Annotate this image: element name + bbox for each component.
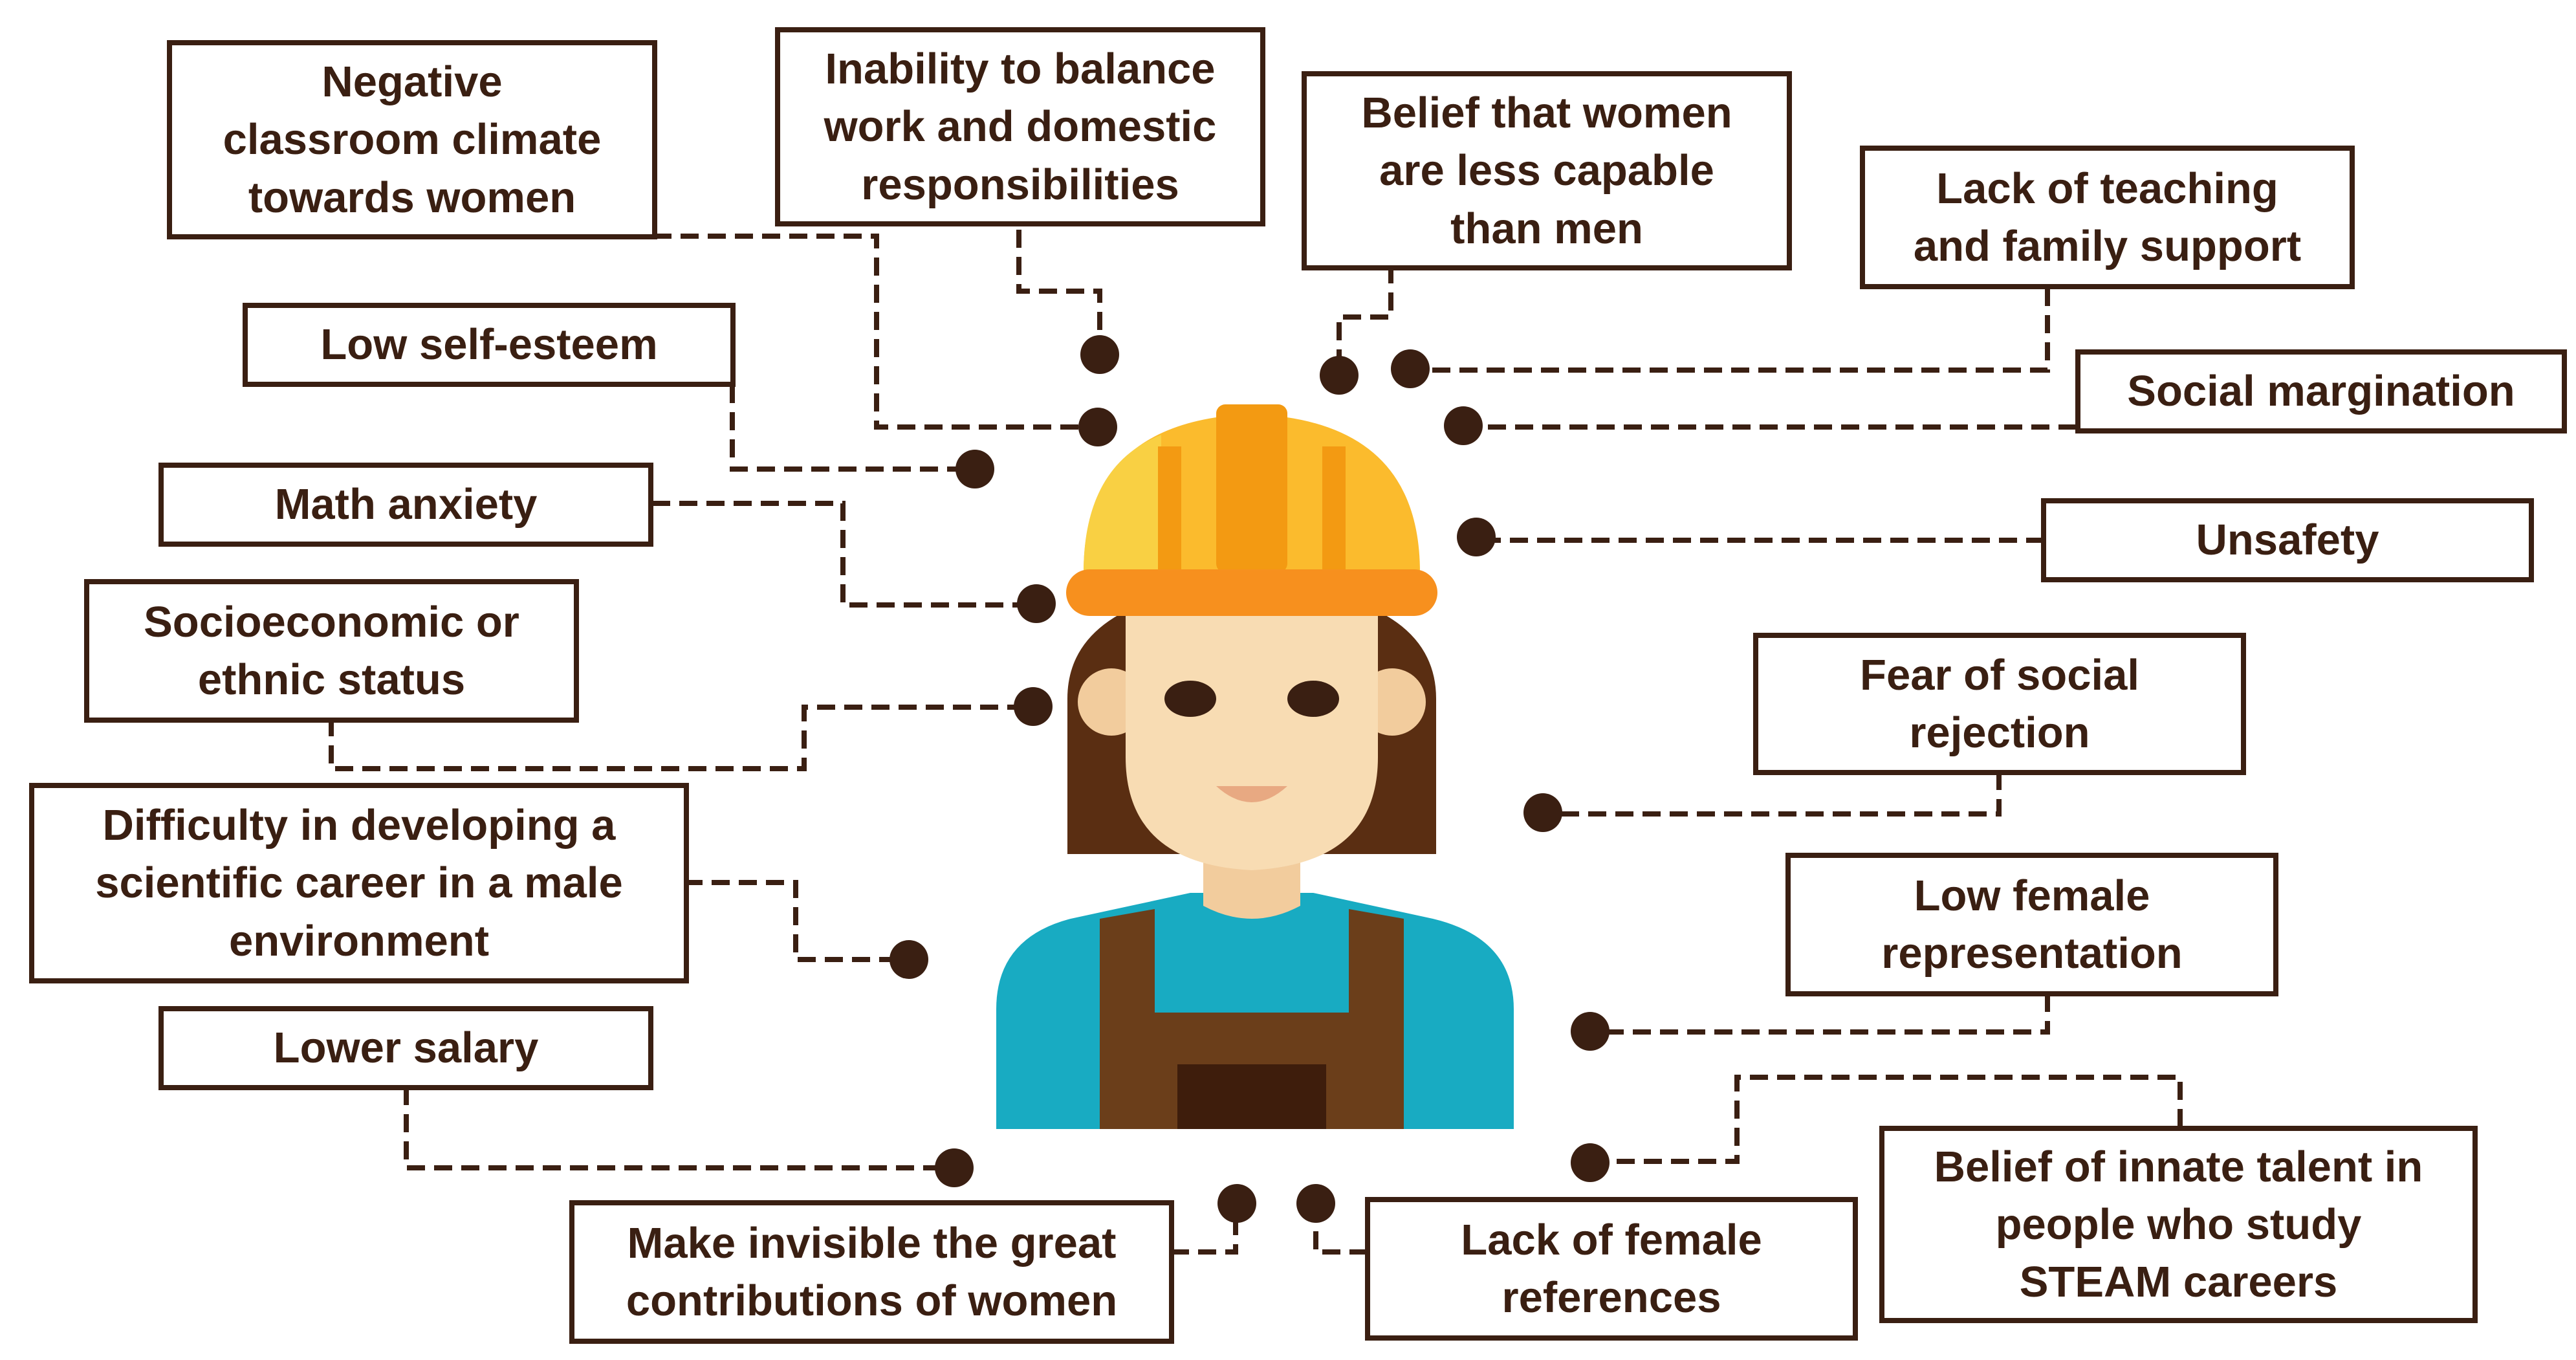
label-make-invisible: Make invisible the great contributions o…: [569, 1200, 1174, 1344]
label-social-margination: Social margination: [2075, 349, 2567, 433]
dot-low-self-esteem: [955, 450, 994, 488]
connector-socioeconomic: [329, 705, 1032, 771]
label-innate-talent: Belief of innate talent in people who st…: [1879, 1126, 2478, 1323]
label-lack-references: Lack of female references: [1365, 1197, 1858, 1341]
label-low-self-esteem: Low self-esteem: [243, 303, 736, 387]
label-lack-support: Lack of teaching and family support: [1860, 146, 2355, 289]
label-difficulty-career: Difficulty in developing a scientific ca…: [29, 783, 689, 983]
hat-stripe-left: [1158, 446, 1181, 573]
dot-belief-less-capable: [1320, 356, 1359, 395]
label-low-representation: Low female representation: [1785, 853, 2278, 996]
connector-negative-climate: [653, 234, 1093, 430]
dot-math-anxiety: [1017, 584, 1056, 623]
hat-brim: [1066, 569, 1437, 616]
connector-lower-salary: [404, 1087, 954, 1170]
dot-make-invisible: [1217, 1184, 1256, 1223]
connector-inability-balance: [1016, 230, 1102, 353]
left-eye: [1164, 681, 1216, 717]
label-socioeconomic: Socioeconomic or ethnic status: [84, 579, 579, 723]
dot-low-representation: [1571, 1012, 1610, 1051]
connector-difficulty-career: [684, 880, 909, 962]
dot-lack-support: [1391, 349, 1430, 388]
dot-social-margination: [1444, 406, 1483, 445]
dot-unsafety: [1457, 518, 1496, 556]
hat-stripe-right: [1322, 446, 1346, 573]
face-shape: [1126, 615, 1378, 870]
connector-math-anxiety: [652, 501, 1035, 608]
overalls-pocket: [1177, 1064, 1326, 1129]
hat-ridge: [1216, 404, 1287, 573]
connectors: [329, 230, 2183, 1255]
connector-innate-talent: [1590, 1075, 2183, 1164]
dot-socioeconomic: [1014, 687, 1053, 726]
label-math-anxiety: Math anxiety: [158, 463, 653, 547]
hat-dome-left: [1084, 435, 1161, 573]
right-eye: [1287, 681, 1339, 717]
dot-lower-salary: [935, 1148, 974, 1187]
label-inability-balance: Inability to balance work and domestic r…: [775, 27, 1265, 226]
dot-difficulty-career: [890, 940, 928, 979]
connector-lack-support: [1410, 288, 2050, 373]
connector-fear-rejection: [1546, 772, 2002, 817]
connector-low-representation: [1590, 994, 2050, 1035]
label-belief-less-capable: Belief that women are less capable than …: [1302, 71, 1792, 270]
dot-fear-rejection: [1523, 793, 1562, 832]
label-negative-climate: Negative classroom climate towards women: [167, 40, 657, 239]
connector-dots: [890, 335, 1610, 1223]
dot-innate-talent: [1571, 1143, 1610, 1182]
worker-woman-icon: [996, 404, 1514, 1129]
dot-inability-balance: [1080, 335, 1119, 374]
connector-low-self-esteem: [730, 385, 974, 472]
dot-lack-references: [1296, 1184, 1335, 1223]
hard-hat-icon: [1066, 404, 1437, 616]
smile-shape: [1216, 786, 1287, 802]
label-fear-rejection: Fear of social rejection: [1753, 633, 2246, 775]
label-lower-salary: Lower salary: [158, 1006, 653, 1090]
label-unsafety: Unsafety: [2041, 498, 2534, 582]
overalls-shape: [1100, 909, 1404, 1129]
dot-negative-climate: [1078, 408, 1117, 446]
